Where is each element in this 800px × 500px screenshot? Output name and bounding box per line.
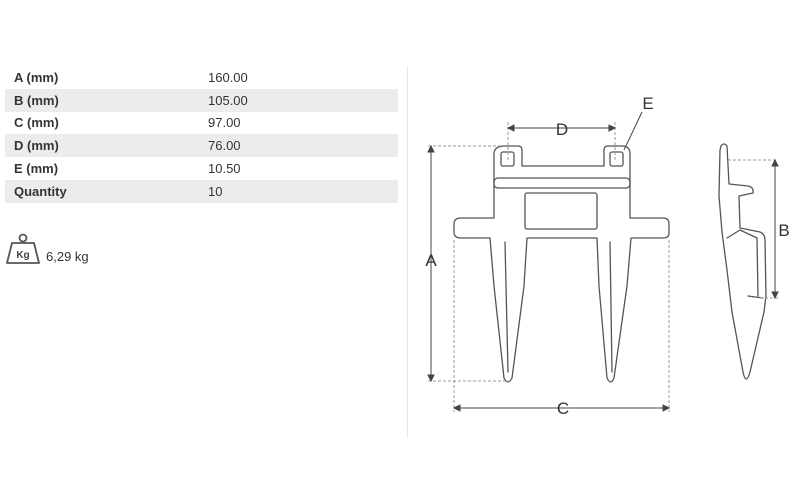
dim-label-e: E — [642, 94, 653, 113]
dim-label-b: B — [778, 221, 789, 240]
divider — [407, 66, 408, 438]
spec-label: B (mm) — [14, 92, 59, 108]
weight-info: Kg 6,29 kg — [6, 232, 89, 266]
spec-value: 160.00 — [208, 69, 248, 85]
weight-value: 6,29 kg — [46, 248, 89, 264]
spec-row-d: D (mm) 76.00 — [5, 134, 398, 158]
dim-label-d: D — [556, 120, 568, 139]
spec-label: Quantity — [14, 183, 67, 199]
spec-value: 10.50 — [208, 161, 241, 177]
spec-row-a: A (mm) 160.00 — [5, 66, 398, 89]
spec-row-quantity: Quantity 10 — [5, 179, 398, 203]
knife-guard-side-outline — [718, 143, 767, 380]
spec-table: A (mm) 160.00 B (mm) 105.00 C (mm) 97.00… — [5, 66, 398, 203]
dim-label-c: C — [557, 399, 569, 418]
spec-label: D (mm) — [14, 138, 59, 154]
spec-row-e: E (mm) 10.50 — [5, 157, 398, 180]
spec-label: E (mm) — [14, 161, 59, 177]
knife-guard-front-outline — [453, 145, 670, 383]
spec-row-c: C (mm) 97.00 — [5, 112, 398, 135]
spec-value: 76.00 — [208, 138, 241, 154]
weight-icon-label: Kg — [16, 250, 29, 261]
spec-row-b: B (mm) 105.00 — [5, 88, 398, 112]
technical-drawing: D E A C B — [425, 94, 789, 418]
spec-value: 105.00 — [208, 92, 248, 108]
spec-label: A (mm) — [14, 69, 59, 85]
dim-label-a: A — [425, 251, 437, 270]
spec-label: C (mm) — [14, 115, 59, 131]
weight-icon: Kg — [6, 233, 40, 264]
spec-value: 97.00 — [208, 115, 241, 131]
spec-value: 10 — [208, 183, 223, 199]
